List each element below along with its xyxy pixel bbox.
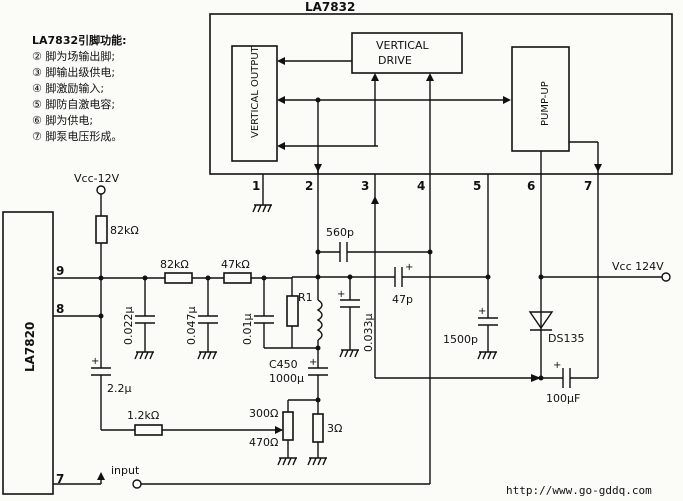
c-560p-label: 560p xyxy=(326,226,354,239)
r-47k-label: 47kΩ xyxy=(221,258,250,271)
c-022-label: 0.022μ xyxy=(122,307,135,346)
c450-name-label: C450 xyxy=(269,358,298,371)
c-1500p-label: 1500p xyxy=(443,333,478,346)
c-0033-label: 0.033μ xyxy=(362,314,375,353)
ground-icon xyxy=(307,457,327,466)
vcc-12-label: Vcc-12V xyxy=(74,172,120,185)
svg-text:+: + xyxy=(337,289,345,300)
ground-icon xyxy=(134,351,154,360)
c-47p-label: 47p xyxy=(392,293,413,306)
vertical-output-block xyxy=(231,45,278,162)
la7820-pin8: 8 xyxy=(56,302,64,316)
la7820-pin7: 7 xyxy=(56,472,64,486)
c-22-label: 2.2μ xyxy=(107,382,132,395)
r1-label: R1 xyxy=(298,291,313,304)
diode-icon xyxy=(528,311,554,331)
r-12k xyxy=(134,424,163,436)
svg-text:+: + xyxy=(553,360,561,371)
r-82k-vertical xyxy=(95,215,108,244)
svg-text:+: + xyxy=(478,306,486,317)
notes-line-5: ⑥ 脚为供电; xyxy=(32,113,93,127)
r-470-label: 470Ω xyxy=(249,436,278,449)
r-82k-horizontal xyxy=(164,272,193,284)
ground-icon xyxy=(339,349,359,358)
notes-line-6: ⑦ 脚泵电压形成。 xyxy=(32,129,122,143)
r-300-label: 300Ω xyxy=(249,407,278,420)
input-label: input xyxy=(111,464,140,477)
ground-icon xyxy=(277,457,297,466)
pin-3-label: 3 xyxy=(361,179,369,193)
pin-1-label: 1 xyxy=(252,179,260,193)
la7820-pin9: 9 xyxy=(56,264,64,278)
vcc-124-label: Vcc 124V xyxy=(612,260,664,273)
vertical-drive-label-2: DRIVE xyxy=(378,54,412,67)
diode-label: DS135 xyxy=(548,332,584,345)
c-047-label: 0.047μ xyxy=(185,307,198,346)
r-47k xyxy=(223,272,252,284)
ground-icon xyxy=(477,351,497,360)
ground-icon xyxy=(252,204,272,213)
r-3ohm-resistor xyxy=(312,413,324,443)
c-001-label: 0.01μ xyxy=(241,314,254,346)
notes-line-1: ② 脚为场输出脚; xyxy=(32,49,115,63)
r-82k-vert-label: 82kΩ xyxy=(110,224,139,237)
svg-text:+: + xyxy=(91,356,99,367)
pot-470-resistor xyxy=(282,411,294,441)
svg-text:+: + xyxy=(309,357,317,368)
pin-4-label: 4 xyxy=(417,179,425,193)
notes-line-3: ④ 脚激励输入; xyxy=(32,81,104,95)
la7820-box xyxy=(2,211,54,495)
svg-text:+: + xyxy=(405,262,413,273)
r-12k-label: 1.2kΩ xyxy=(127,409,159,422)
c450-value-label: 1000μ xyxy=(269,372,304,385)
pin-6-label: 6 xyxy=(527,179,535,193)
notes-line-2: ③ 脚输出级供电; xyxy=(32,65,115,79)
pump-up-label: PUMP-UP xyxy=(540,81,551,126)
r-3-label: 3Ω xyxy=(327,422,342,435)
vertical-drive-block xyxy=(351,32,463,74)
pin-5-label: 5 xyxy=(473,179,481,193)
notes-line-4: ⑤ 脚防自激电容; xyxy=(32,97,115,111)
ground-icon xyxy=(197,351,217,360)
c-100uf-label: 100μF xyxy=(546,392,580,405)
deflection-coil-icon xyxy=(316,299,323,341)
pin-2-label: 2 xyxy=(305,179,313,193)
vertical-output-label: VERTICAL OUTPUT xyxy=(250,45,261,138)
notes-title: LA7832引脚功能: xyxy=(32,33,127,47)
la7832-box xyxy=(209,13,673,175)
la7820-label: LA7820 xyxy=(23,322,37,372)
r-82k-horz-label: 82kΩ xyxy=(160,258,189,271)
watermark-url: http://www.go-gddq.com xyxy=(506,484,652,497)
la7832-label: LA7832 xyxy=(305,0,355,14)
pin-7-label: 7 xyxy=(584,179,592,193)
r1-resistor xyxy=(286,295,299,327)
vertical-drive-label-1: VERTICAL xyxy=(376,39,429,52)
